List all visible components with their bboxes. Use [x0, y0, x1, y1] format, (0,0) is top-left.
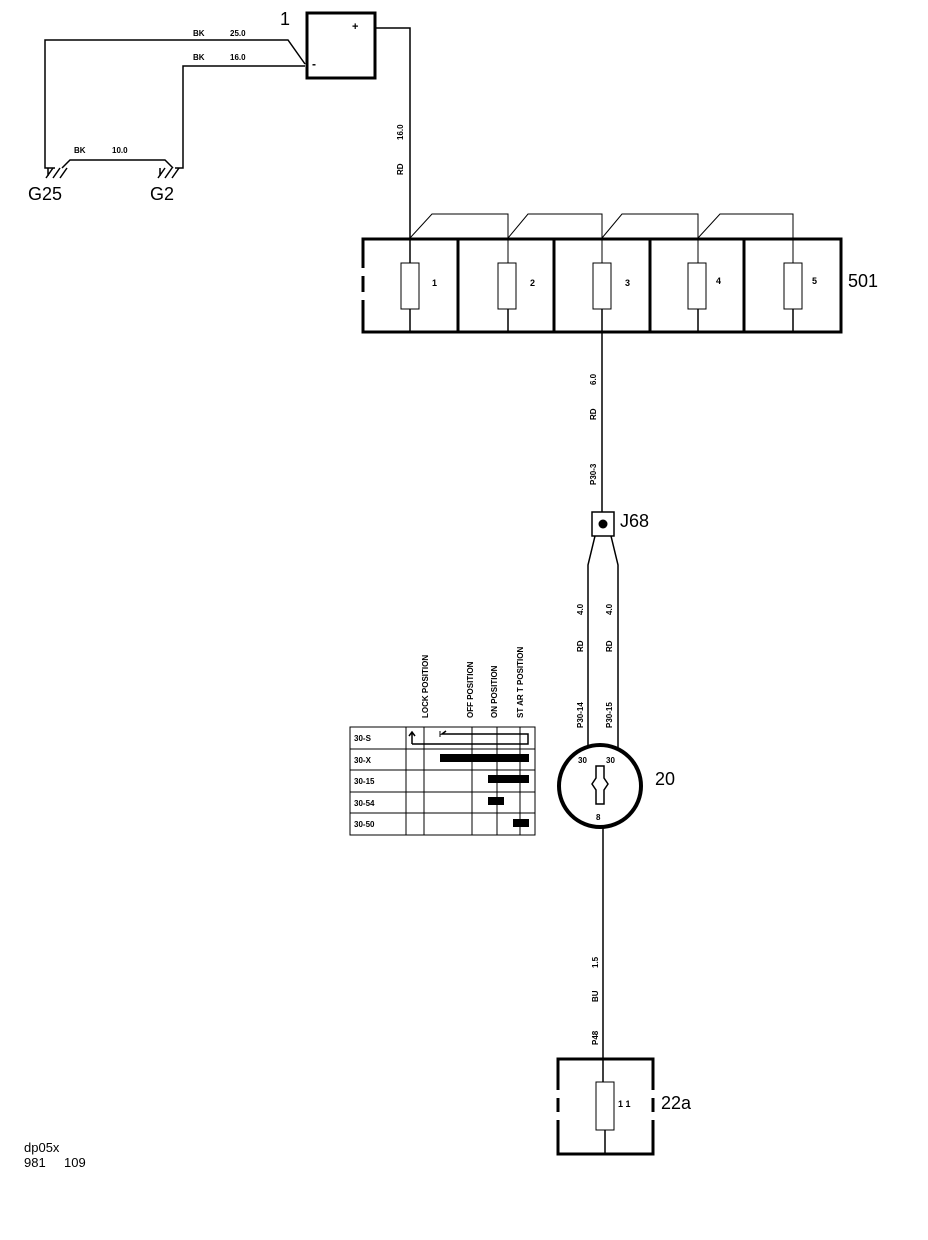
table-bar-3050 [513, 819, 529, 827]
fuse-2-label: 2 [530, 278, 535, 288]
ground-g25-label: G25 [28, 184, 62, 204]
ground-wiring: BK 25.0 BK 16.0 BK 10.0 [44, 29, 306, 169]
fuse-3-label: 3 [625, 278, 630, 288]
wire-rd6-size: 6.0 [589, 373, 598, 385]
component-22a-terminal: 1 1 [618, 1099, 631, 1109]
battery-minus: - [312, 57, 316, 71]
ignition-switch: 30 30 8 20 [557, 743, 675, 829]
table-col-start: ST AR T POSITION [516, 647, 525, 718]
wire-bk-10 [61, 159, 174, 169]
wire-right-size: 4.0 [605, 603, 614, 615]
wire-bk-10-size: 10.0 [112, 146, 128, 155]
ground-icon-g2: G2 [150, 167, 180, 204]
switch-terminal-left: 30 [578, 756, 587, 765]
table-row-3015: 30-15 [354, 777, 375, 786]
wire-right-pin: P30-15 [605, 702, 614, 728]
component-22a: 1 1 22a [555, 1057, 692, 1156]
fuse-5-label: 5 [812, 276, 817, 286]
fuse-3: 3 [592, 262, 630, 332]
battery-plus: + [352, 21, 358, 33]
wire-bk-10-color: BK [74, 146, 86, 155]
battery: 1 + - [280, 9, 377, 80]
wire-bu-color: BU [591, 990, 600, 1002]
wire-rd16-color: RD [396, 163, 405, 175]
wire-bu-size: 1.5 [591, 956, 600, 968]
table-row-3050: 30-50 [354, 820, 375, 829]
fuse-box-label: 501 [848, 271, 878, 291]
wire-battery-to-fuse: RD 16.0 [375, 27, 411, 263]
wire-j68-to-switch: 4.0 RD P30-14 4.0 RD P30-15 [576, 535, 619, 752]
fuse-5: 5 [783, 262, 817, 332]
junction-label: J68 [620, 511, 649, 531]
table-bar-30s [408, 730, 529, 745]
component-22a-label: 22a [661, 1093, 692, 1113]
switch-label: 20 [655, 769, 675, 789]
table-bar-30x [440, 754, 529, 762]
wire-bk-25-color: BK [193, 29, 205, 38]
table-col-lock: LOCK POSITION [421, 655, 430, 718]
wire-left-color: RD [576, 640, 585, 652]
wire-left-pin: P30-14 [576, 702, 585, 728]
wire-bk-16-color: BK [193, 53, 205, 62]
wire-bk-16-size: 16.0 [230, 53, 246, 62]
table-row-3054: 30-54 [354, 799, 375, 808]
wire-bk-16 [175, 65, 305, 169]
wire-left-size: 4.0 [576, 603, 585, 615]
table-col-on: ON POSITION [490, 665, 499, 718]
fuse-1: 1 [400, 262, 437, 332]
table-row-30s: 30-S [354, 734, 372, 743]
table-col-off: OFF POSITION [466, 661, 475, 718]
wire-bu-pin: P48 [591, 1030, 600, 1045]
wire-right-color: RD [605, 640, 614, 652]
ground-icon-g25: G25 [28, 167, 68, 204]
footer-number-left: 981 [24, 1155, 46, 1170]
key-icon [591, 765, 609, 805]
wire-rd6-pin: P30-3 [589, 463, 598, 485]
wire-rd16-size: 16.0 [396, 124, 405, 140]
table-row-30x: 30-X [354, 756, 372, 765]
wire-bk-25-size: 25.0 [230, 29, 246, 38]
table-bar-3015 [488, 775, 529, 783]
fuse-2: 2 [497, 262, 535, 332]
fuse-1-label: 1 [432, 278, 437, 288]
battery-label: 1 [280, 9, 290, 29]
junction-j68: J68 [591, 511, 649, 537]
footer-code: dp05x 981 109 [24, 1140, 86, 1170]
switch-terminal-right: 30 [606, 756, 615, 765]
wire-rd6-color: RD [589, 408, 598, 420]
ground-g2-label: G2 [150, 184, 174, 204]
wire-switch-to-22a: 1.5 BU P48 [591, 828, 604, 1082]
table-bar-3054 [488, 797, 504, 805]
fuse-4: 4 [687, 262, 721, 332]
fuse-box-501: 501 1 2 3 4 5 [360, 213, 878, 334]
switch-position-table: LOCK POSITION OFF POSITION ON POSITION S… [349, 647, 536, 836]
wire-fuse-to-j68: 6.0 RD P30-3 [589, 332, 603, 512]
fuse-4-label: 4 [716, 276, 721, 286]
footer-code-text: dp05x [24, 1140, 60, 1155]
switch-terminal-bottom: 8 [596, 813, 601, 822]
footer-number-right: 109 [64, 1155, 86, 1170]
